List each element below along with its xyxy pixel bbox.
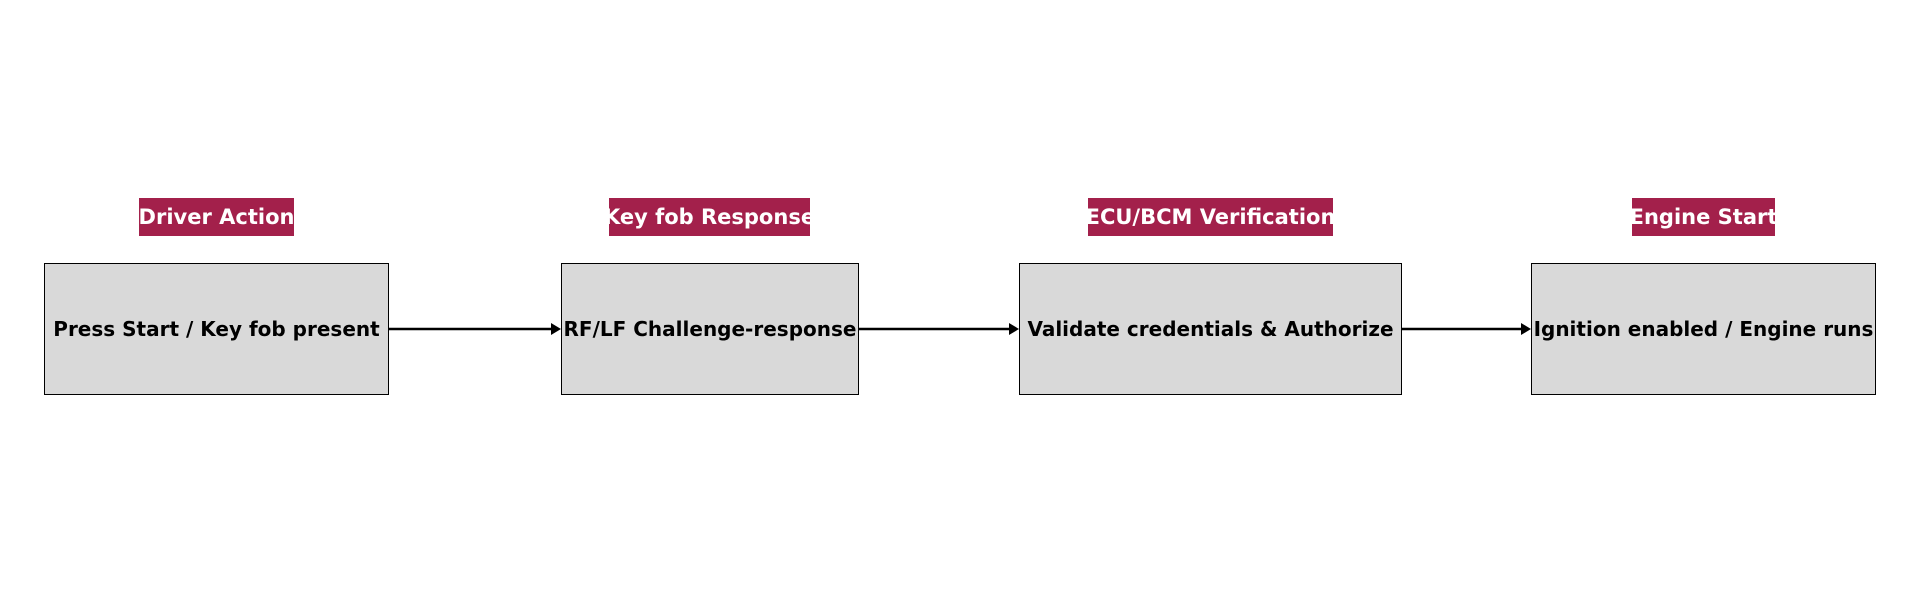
- arrow-fob-to-ecu: [859, 323, 1019, 335]
- stage-label-engine-start: Engine Start: [1630, 198, 1777, 236]
- step-box-ignition-enabled: Ignition enabled / Engine runs: [1531, 263, 1876, 395]
- step-box-press-start: Press Start / Key fob present: [44, 263, 389, 395]
- stage-label-key-fob-response: Key fob Response: [604, 198, 815, 236]
- arrow-driver-to-fob: [389, 323, 561, 335]
- arrow-ecu-to-engine: [1402, 323, 1531, 335]
- step-box-validate-credentials: Validate credentials & Authorize: [1019, 263, 1402, 395]
- stage-label-driver-action: Driver Action: [139, 198, 294, 236]
- stage-label-ecu-bcm-verification: ECU/BCM Verification: [1086, 198, 1335, 236]
- step-box-challenge-response: RF/LF Challenge-response: [561, 263, 859, 395]
